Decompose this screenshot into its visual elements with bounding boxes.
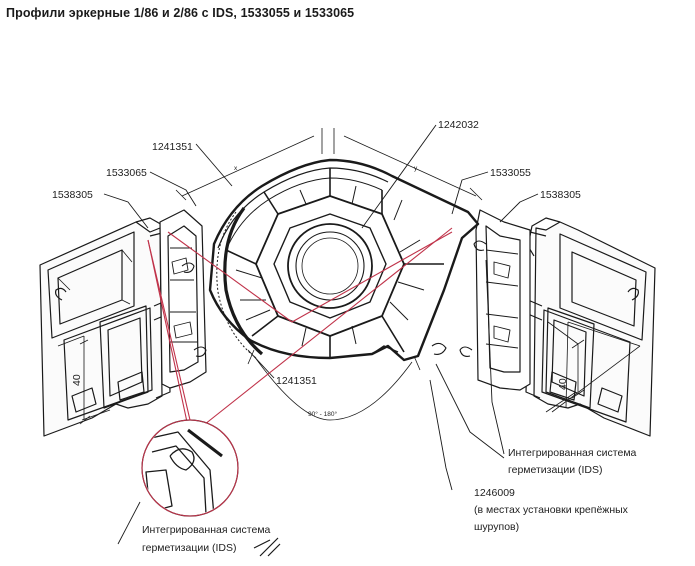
seal-clips	[181, 240, 487, 357]
dimension-x: x	[234, 165, 238, 172]
label-1242032: 1242032	[438, 119, 479, 131]
label-1533065: 1533065	[106, 167, 147, 179]
label-ids-left-line1: Интегрированная система	[142, 524, 271, 536]
label-1241351-bottom: 1241351	[276, 375, 317, 387]
label-1246009-note-line2: шурупов)	[474, 521, 519, 533]
label-1246009-note-line1: (в местах установки крепёжных	[474, 504, 629, 516]
dimension-lines	[57, 128, 641, 425]
dimension-left-40: 40	[71, 374, 83, 386]
detail-callout	[141, 227, 453, 517]
label-ids-right-line1: Интегрированная система	[508, 447, 637, 459]
dimension-y: y	[414, 165, 418, 172]
label-1538305-left: 1538305	[52, 189, 93, 201]
left-sash-profile	[159, 209, 207, 389]
right-frame-profile	[525, 217, 656, 437]
dimension-right-40: 40	[557, 378, 569, 390]
label-1533055: 1533055	[490, 167, 531, 179]
label-ids-left-line2: герметизации (IDS)	[142, 542, 236, 554]
angle-label: 90° - 180°	[308, 410, 337, 418]
right-sash-profile	[475, 209, 531, 391]
label-1241351-top: 1241351	[152, 141, 193, 153]
leader-lines	[103, 124, 539, 557]
label-1246009: 1246009	[474, 487, 515, 499]
page-title: Профили эркерные 1/86 и 2/86 с IDS, 1533…	[6, 6, 355, 20]
bay-connector-profile	[208, 158, 480, 362]
label-1538305-right: 1538305	[540, 189, 581, 201]
label-ids-right-line2: герметизации (IDS)	[508, 464, 602, 476]
